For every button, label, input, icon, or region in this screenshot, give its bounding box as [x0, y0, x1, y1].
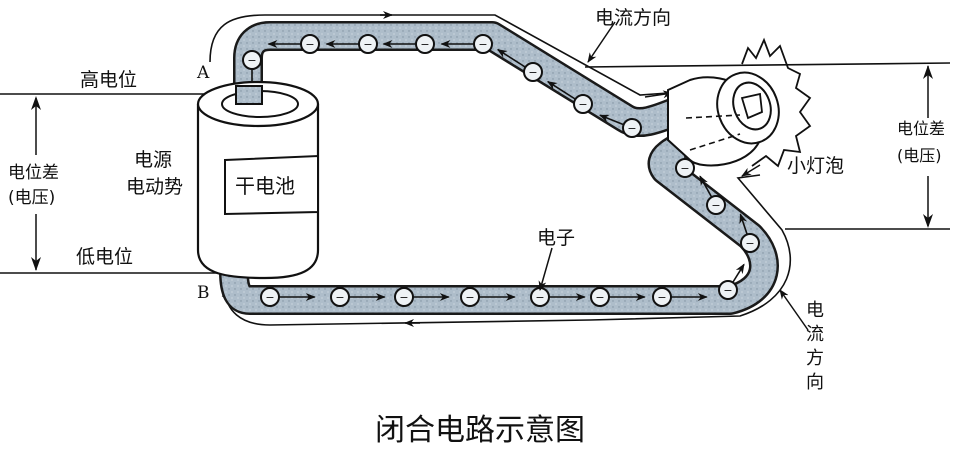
electron — [622, 118, 642, 138]
electron — [652, 287, 672, 307]
electron — [473, 34, 493, 54]
electron-charge-sign: − — [335, 291, 344, 304]
electron — [675, 158, 695, 178]
electron-charge-sign: − — [363, 38, 372, 51]
electron — [573, 94, 593, 114]
electron — [460, 287, 480, 307]
electron — [242, 50, 262, 70]
diagram-title: 闭合电路示意图 — [375, 413, 585, 448]
bulb-label: 小灯泡 — [787, 155, 844, 177]
left-voltage-label-1: 电位差 — [8, 163, 59, 183]
electron-charge-sign: − — [420, 38, 429, 51]
electron — [740, 233, 760, 253]
current-direction-bottom-char: 向 — [806, 372, 824, 393]
leader-arrows — [538, 21, 809, 331]
left-voltage-arrow — [31, 96, 41, 271]
electron — [706, 195, 726, 215]
right-voltage-label-2: (电压) — [897, 146, 942, 165]
high-potential-label: 高电位 — [80, 69, 137, 91]
light-rays — [741, 37, 812, 168]
electron-charge-sign: − — [627, 122, 636, 135]
electron-charge-sign: − — [711, 199, 720, 212]
electron-charge-sign: − — [745, 237, 754, 250]
current-direction-bottom-char: 方 — [806, 348, 824, 369]
left-voltage-label-2: (电压) — [8, 188, 55, 208]
electron — [718, 280, 738, 300]
electron-charge-sign: − — [465, 291, 474, 304]
bulb-high-line — [584, 62, 951, 68]
electron-charge-sign: − — [657, 291, 666, 304]
emf-label-1: 电源 — [134, 149, 172, 171]
current-direction-top-label: 电流方向 — [595, 7, 671, 29]
electron — [394, 287, 414, 307]
electron — [300, 34, 320, 54]
electrons: − − − − − − − − − − − − − − − − − − − — [242, 34, 760, 307]
electron-charge-sign: − — [399, 291, 408, 304]
low-potential-label: 低电位 — [76, 246, 133, 268]
electron-charge-sign: − — [265, 291, 274, 304]
electron — [590, 287, 610, 307]
electron-charge-sign: − — [595, 291, 604, 304]
electron-charge-sign: − — [535, 291, 544, 304]
bulb — [667, 37, 812, 168]
electron-label: 电子 — [537, 227, 575, 249]
electron-charge-sign: − — [723, 284, 732, 297]
emf-label-2: 电动势 — [126, 176, 183, 198]
right-voltage-arrow — [923, 65, 933, 228]
current-direction-bottom-char: 电 — [806, 300, 824, 321]
electron-charge-sign: − — [247, 54, 256, 67]
electron — [330, 287, 350, 307]
current-direction-bottom-char: 流 — [806, 324, 824, 345]
right-voltage-label-1: 电位差 — [897, 119, 945, 138]
electron-charge-sign: − — [528, 66, 537, 79]
terminal-a-label: A — [196, 63, 210, 83]
electron-charge-sign: − — [680, 162, 689, 175]
wire — [219, 21, 779, 315]
electron — [358, 34, 378, 54]
potential-lines — [0, 62, 951, 274]
electron-charge-sign: − — [578, 98, 587, 111]
electron — [415, 34, 435, 54]
electron — [260, 287, 280, 307]
electron — [523, 62, 543, 82]
electron-charge-sign: − — [478, 38, 487, 51]
dry-cell-battery — [196, 80, 320, 280]
electron-charge-sign: − — [305, 38, 314, 51]
battery-label: 干电池 — [235, 174, 295, 198]
current-direction-path — [209, 11, 792, 327]
terminal-b-label: B — [197, 283, 210, 303]
